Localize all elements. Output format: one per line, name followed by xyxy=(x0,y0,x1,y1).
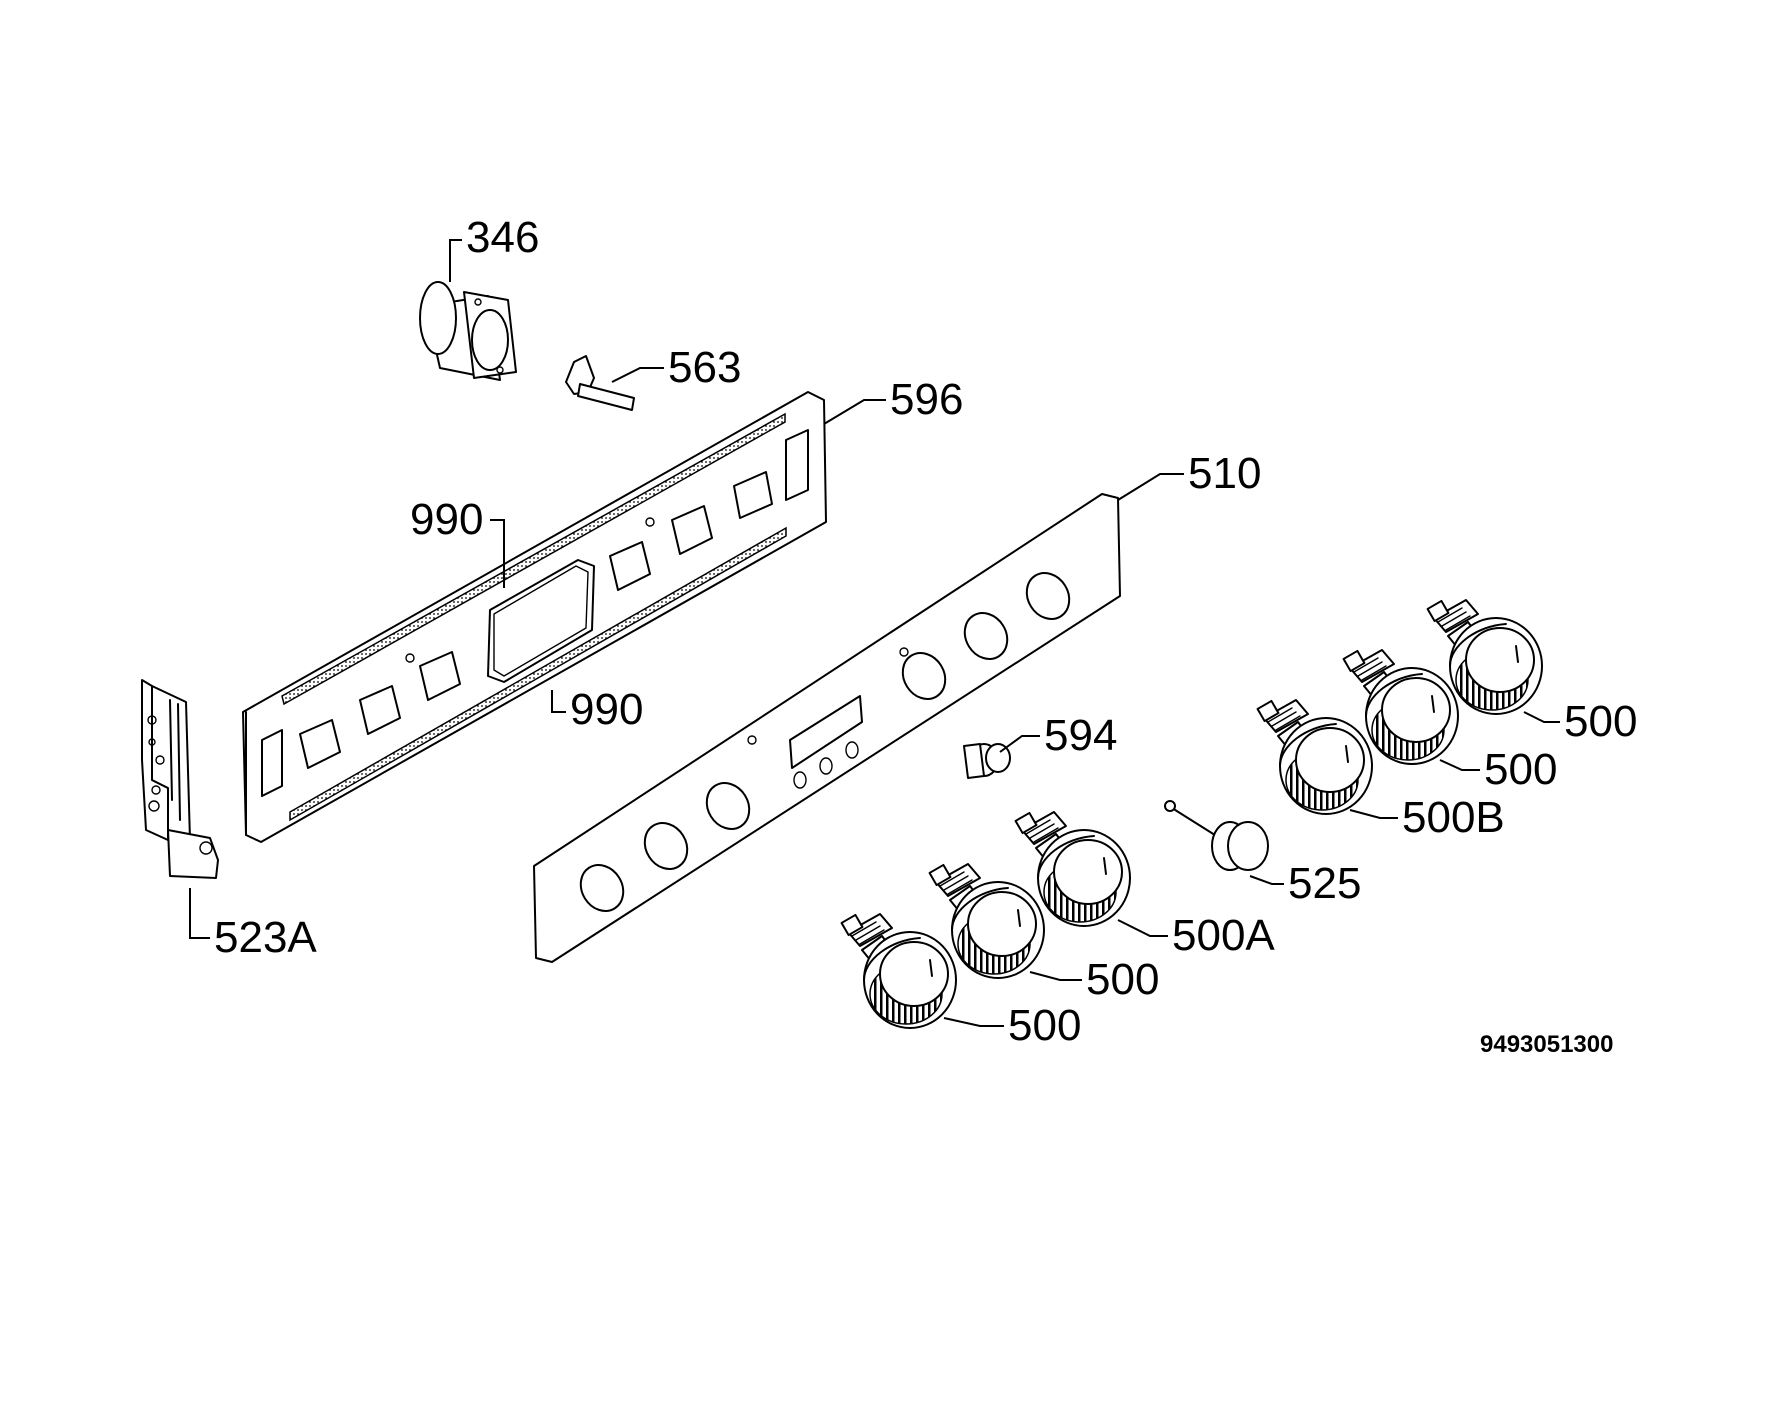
button-525 xyxy=(1164,800,1269,871)
label-500A: 500A xyxy=(1172,911,1275,960)
label-500-left-mid: 500 xyxy=(1086,955,1159,1004)
clip-563 xyxy=(565,355,635,411)
plate-596 xyxy=(242,391,827,843)
label-594: 594 xyxy=(1044,711,1117,760)
knob-500-left-bottom xyxy=(840,913,957,1029)
label-500-right-top: 500 xyxy=(1564,697,1637,746)
label-346: 346 xyxy=(466,213,539,262)
label-525: 525 xyxy=(1288,859,1361,908)
leader-lines xyxy=(189,239,1560,1027)
label-500-right-mid: 500 xyxy=(1484,745,1557,794)
label-990-upper: 990 xyxy=(410,495,483,544)
cylinder-346 xyxy=(419,281,517,381)
knob-500B xyxy=(1256,699,1373,815)
label-596: 596 xyxy=(890,375,963,424)
label-510: 510 xyxy=(1188,449,1261,498)
label-563: 563 xyxy=(668,343,741,392)
bracket-523A xyxy=(141,679,219,879)
drawing-code: 9493051300 xyxy=(1480,1031,1613,1058)
label-500-left-bottom: 500 xyxy=(1008,1001,1081,1050)
label-523A: 523A xyxy=(214,913,317,962)
label-500B: 500B xyxy=(1402,793,1505,842)
lamp-594 xyxy=(963,743,1011,779)
panel-510 xyxy=(533,493,1121,963)
label-990-lower: 990 xyxy=(570,685,643,734)
